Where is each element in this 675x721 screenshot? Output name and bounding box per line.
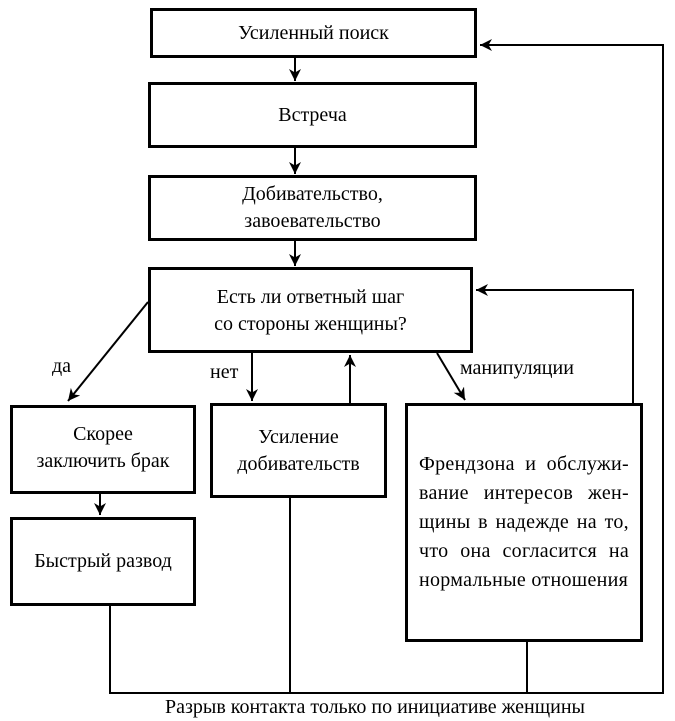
arrow-yes-to-marriage <box>67 301 149 402</box>
edge-label-yes: да <box>52 355 72 377</box>
edge-label-no: нет <box>210 361 239 383</box>
edge-label-manipulation: манипуляции <box>460 357 574 379</box>
caption-contact-break: Разрыв контакта только по инициативе жен… <box>165 696 585 718</box>
box-decision-line2: со стороны женщины? <box>214 313 407 335</box>
box-quick-marriage: Скорее заключить брак <box>10 405 196 494</box>
box-friendzone-line1: Френдзона и обслужи- <box>419 453 629 475</box>
box-decision-line1: Есть ли ответный шаг <box>216 286 405 308</box>
box-meeting-label: Встреча <box>278 103 347 126</box>
box-friendzone-line4: что она согласится на <box>419 540 629 562</box>
box-meeting: Встреча <box>148 82 477 148</box>
box-quick-marriage-line2: заключить брак <box>36 450 170 472</box>
box-pursuit-line2: завоевательство <box>244 210 381 232</box>
box-pursuit-line1: Добивательство, <box>242 183 383 205</box>
box-intensified-search-label: Усиленный поиск <box>238 21 389 44</box>
box-quick-divorce-label: Быстрый развод <box>34 550 172 572</box>
box-intensify-pursuit: Усиление добивательств <box>210 403 387 498</box>
box-quick-divorce: Быстрый развод <box>10 517 196 606</box>
box-intensify-pursuit-line2: добивательств <box>237 452 360 475</box>
box-pursuit: Добивательство, завоевательство <box>148 175 477 241</box>
box-decision-response: Есть ли ответный шаг со стороны женщины? <box>148 267 473 353</box>
box-friendzone-line2: вание интересов жен- <box>419 482 629 504</box>
box-friendzone-line5: нормальные отношения <box>419 569 629 591</box>
box-intensified-search: Усиленный поиск <box>150 8 477 58</box>
box-friendzone-line3: щины в надежде на то, <box>419 511 629 533</box>
box-quick-marriage-line1: Скорее <box>73 423 133 445</box>
feedback-friendzone-to-decision <box>476 284 634 403</box>
box-friendzone: Френдзона и обслужи- вание интересов жен… <box>405 403 643 642</box>
box-intensify-pursuit-line1: Усиление <box>258 425 339 448</box>
